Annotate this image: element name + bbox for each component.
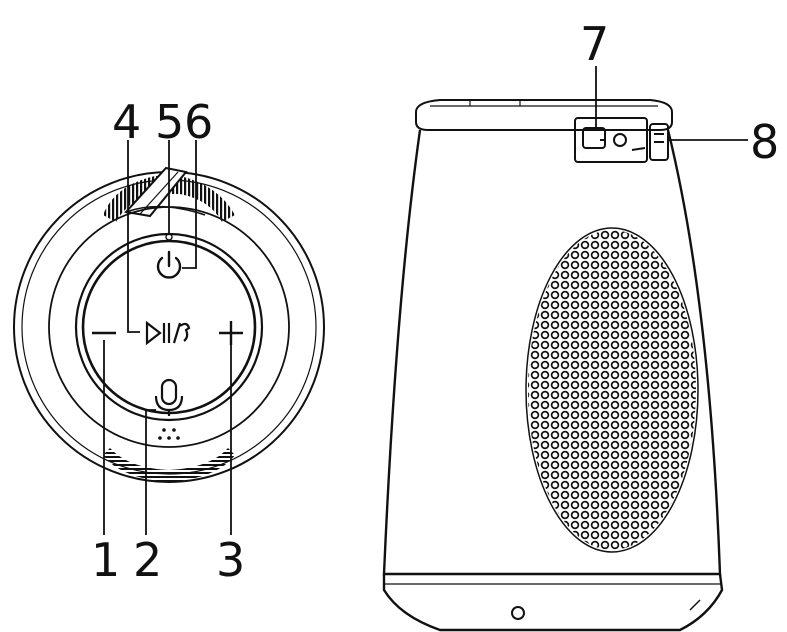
leader-lines-right <box>595 66 748 141</box>
bottom-grille <box>103 448 235 482</box>
speaker-base <box>382 573 724 632</box>
microphone-icon[interactable] <box>154 378 184 416</box>
mic-holes <box>158 428 180 440</box>
speaker-grille-outline <box>525 227 699 553</box>
callout-5: 5 <box>155 95 184 149</box>
leader-lines-left <box>103 140 232 535</box>
callout-1: 1 <box>91 533 120 587</box>
callout-2: 2 <box>133 533 162 587</box>
callout-6: 6 <box>184 95 213 149</box>
base-hole <box>511 606 525 620</box>
callout-7: 7 <box>580 17 609 71</box>
top-grille <box>103 166 235 222</box>
plus-icon[interactable] <box>219 321 243 345</box>
callout-8: 8 <box>750 115 779 169</box>
side-view <box>382 66 748 632</box>
top-cap <box>415 99 673 131</box>
port-panel <box>574 117 669 163</box>
callout-3: 3 <box>216 533 245 587</box>
callout-4: 4 <box>112 95 141 149</box>
top-view <box>13 140 325 535</box>
play-pause-call-icon[interactable] <box>145 320 191 346</box>
power-icon[interactable] <box>156 250 182 279</box>
speaker-grille <box>528 230 696 550</box>
led-indicator <box>165 233 173 241</box>
speaker-body <box>382 129 722 576</box>
